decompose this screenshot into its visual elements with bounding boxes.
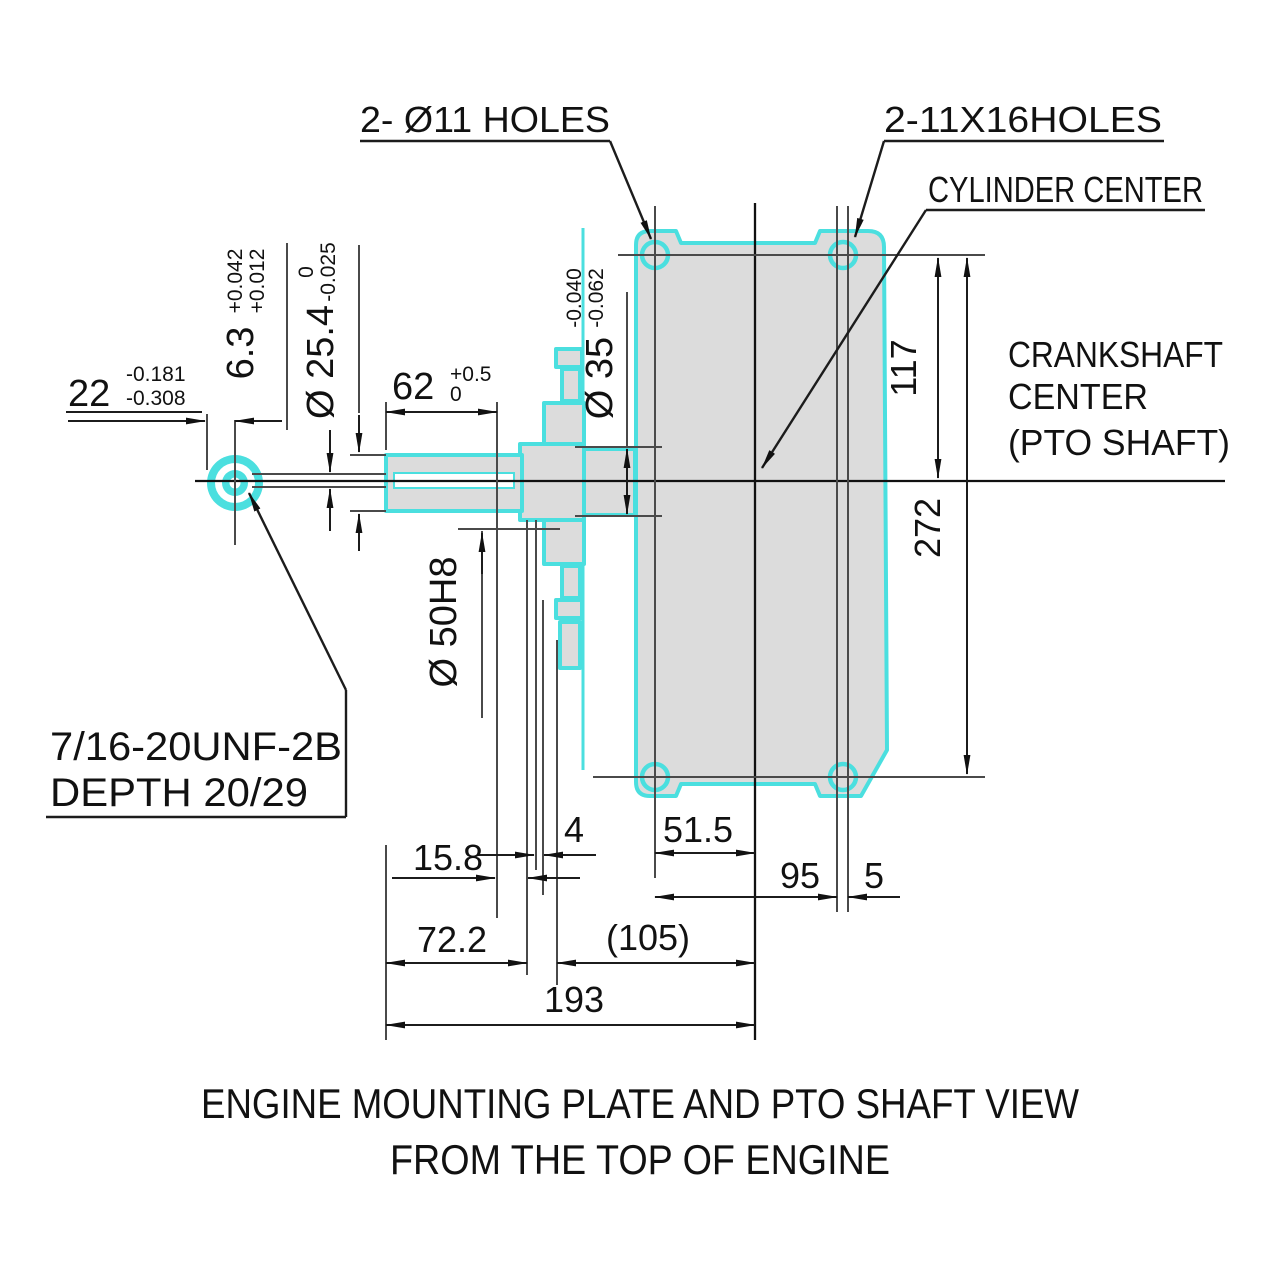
- dim-4: 4: [478, 809, 596, 859]
- dim-4-value: 4: [564, 809, 584, 850]
- dim-5-value: 5: [864, 855, 884, 896]
- title-line2: FROM THE TOP OF ENGINE: [390, 1136, 890, 1183]
- callout-crankshaft-center: CRANKSHAFT CENTER (PTO SHAFT): [1008, 334, 1230, 463]
- callout-crankshaft-line3: (PTO SHAFT): [1008, 422, 1230, 463]
- callout-crankshaft-line2: CENTER: [1008, 376, 1148, 417]
- dim-22-tol-upper: -0.181: [126, 363, 186, 386]
- callout-cylinder-center-text: CYLINDER CENTER: [928, 169, 1203, 210]
- title-line1: ENGINE MOUNTING PLATE AND PTO SHAFT VIEW: [201, 1080, 1079, 1127]
- dim-5: 5: [847, 855, 900, 901]
- dim-272-value: 272: [907, 498, 948, 558]
- dim-25-4-value: Ø 25.4: [300, 305, 342, 419]
- dim-35: Ø 35 -0.040 -0.062: [563, 268, 631, 515]
- dim-51-5-value: 51.5: [663, 809, 733, 850]
- dim-117: 117: [883, 257, 942, 479]
- dim-95-value: 95: [780, 855, 820, 896]
- dim-105: (105): [556, 917, 756, 967]
- boss-step-upper-2: [560, 367, 582, 403]
- dim-50: Ø 50H8: [423, 532, 486, 688]
- dim-25-4-tol-lower: -0.025: [317, 242, 340, 302]
- dim-6-3-value: 6.3: [220, 327, 262, 380]
- dim-35-value: Ø 35: [579, 337, 621, 419]
- dim-51-5: 51.5: [654, 809, 756, 857]
- callout-crankshaft-line1: CRANKSHAFT: [1008, 334, 1223, 375]
- extension-lines: [206, 206, 985, 1040]
- dim-6-3-tol-upper: +0.042: [224, 249, 247, 314]
- boss-step-lower-2: [560, 564, 582, 600]
- drawing-title: ENGINE MOUNTING PLATE AND PTO SHAFT VIEW…: [201, 1080, 1079, 1183]
- dim-22: 22 -0.181 -0.308: [66, 363, 282, 425]
- dim-6-3-tol-lower: +0.012: [246, 249, 269, 314]
- dim-193-value: 193: [544, 979, 604, 1020]
- dim-72-2-value: 72.2: [417, 919, 487, 960]
- dim-25-4-tol-upper: 0: [295, 266, 318, 278]
- dim-62-tol-upper: +0.5: [450, 363, 491, 386]
- dim-22-value: 22: [68, 373, 110, 415]
- dim-72-2: 72.2: [385, 919, 528, 967]
- callout-cylinder-center-leader: [760, 209, 928, 469]
- boss-step-upper-3: [542, 401, 586, 449]
- dim-62-tol-lower: 0: [450, 383, 462, 406]
- dim-22-tol-lower: -0.308: [126, 387, 186, 410]
- dim-193: 193: [385, 979, 756, 1029]
- dim-105-value: (105): [606, 917, 690, 958]
- dim-117-value: 117: [883, 339, 924, 396]
- callout-holes-right: 2-11X16HOLES: [853, 99, 1164, 238]
- callout-holes-right-leader: [853, 140, 886, 238]
- callout-thread-line1: 7/16-20UNF-2B: [50, 725, 342, 769]
- callout-thread-line2: DEPTH 20/29: [50, 771, 308, 815]
- plate-outline: [634, 229, 889, 798]
- dim-50-value: Ø 50H8: [423, 557, 465, 688]
- callout-thread: 7/16-20UNF-2B DEPTH 20/29: [46, 492, 348, 819]
- callout-holes-left-text: 2- Ø11 HOLES: [360, 99, 610, 140]
- boss-step-lower-4: [558, 620, 582, 670]
- dim-6-3: 6.3 +0.042 +0.012: [220, 249, 334, 531]
- dim-15-8-value: 15.8: [413, 837, 483, 878]
- dim-62: 62 +0.5 0: [385, 363, 498, 416]
- boss-step-lower-3: [554, 598, 584, 620]
- dim-272: 272: [907, 257, 971, 775]
- dim-35-tol-lower: -0.062: [585, 268, 608, 328]
- dim-15-8: 15.8: [392, 837, 580, 882]
- dim-95: 95: [654, 855, 838, 901]
- callout-holes-left: 2- Ø11 HOLES: [360, 99, 653, 240]
- callout-holes-left-leader: [608, 140, 653, 240]
- boss-step-lower-1: [542, 518, 586, 566]
- dim-35-tol-upper: -0.040: [563, 268, 586, 328]
- center-lines: [195, 203, 1225, 1040]
- dim-25-4: Ø 25.4 0 -0.025: [295, 242, 363, 551]
- callout-thread-leader-diagonal: [247, 492, 348, 691]
- dim-62-value: 62: [392, 366, 434, 408]
- callout-cylinder-center: CYLINDER CENTER: [760, 169, 1205, 469]
- callout-holes-right-text: 2-11X16HOLES: [884, 99, 1162, 140]
